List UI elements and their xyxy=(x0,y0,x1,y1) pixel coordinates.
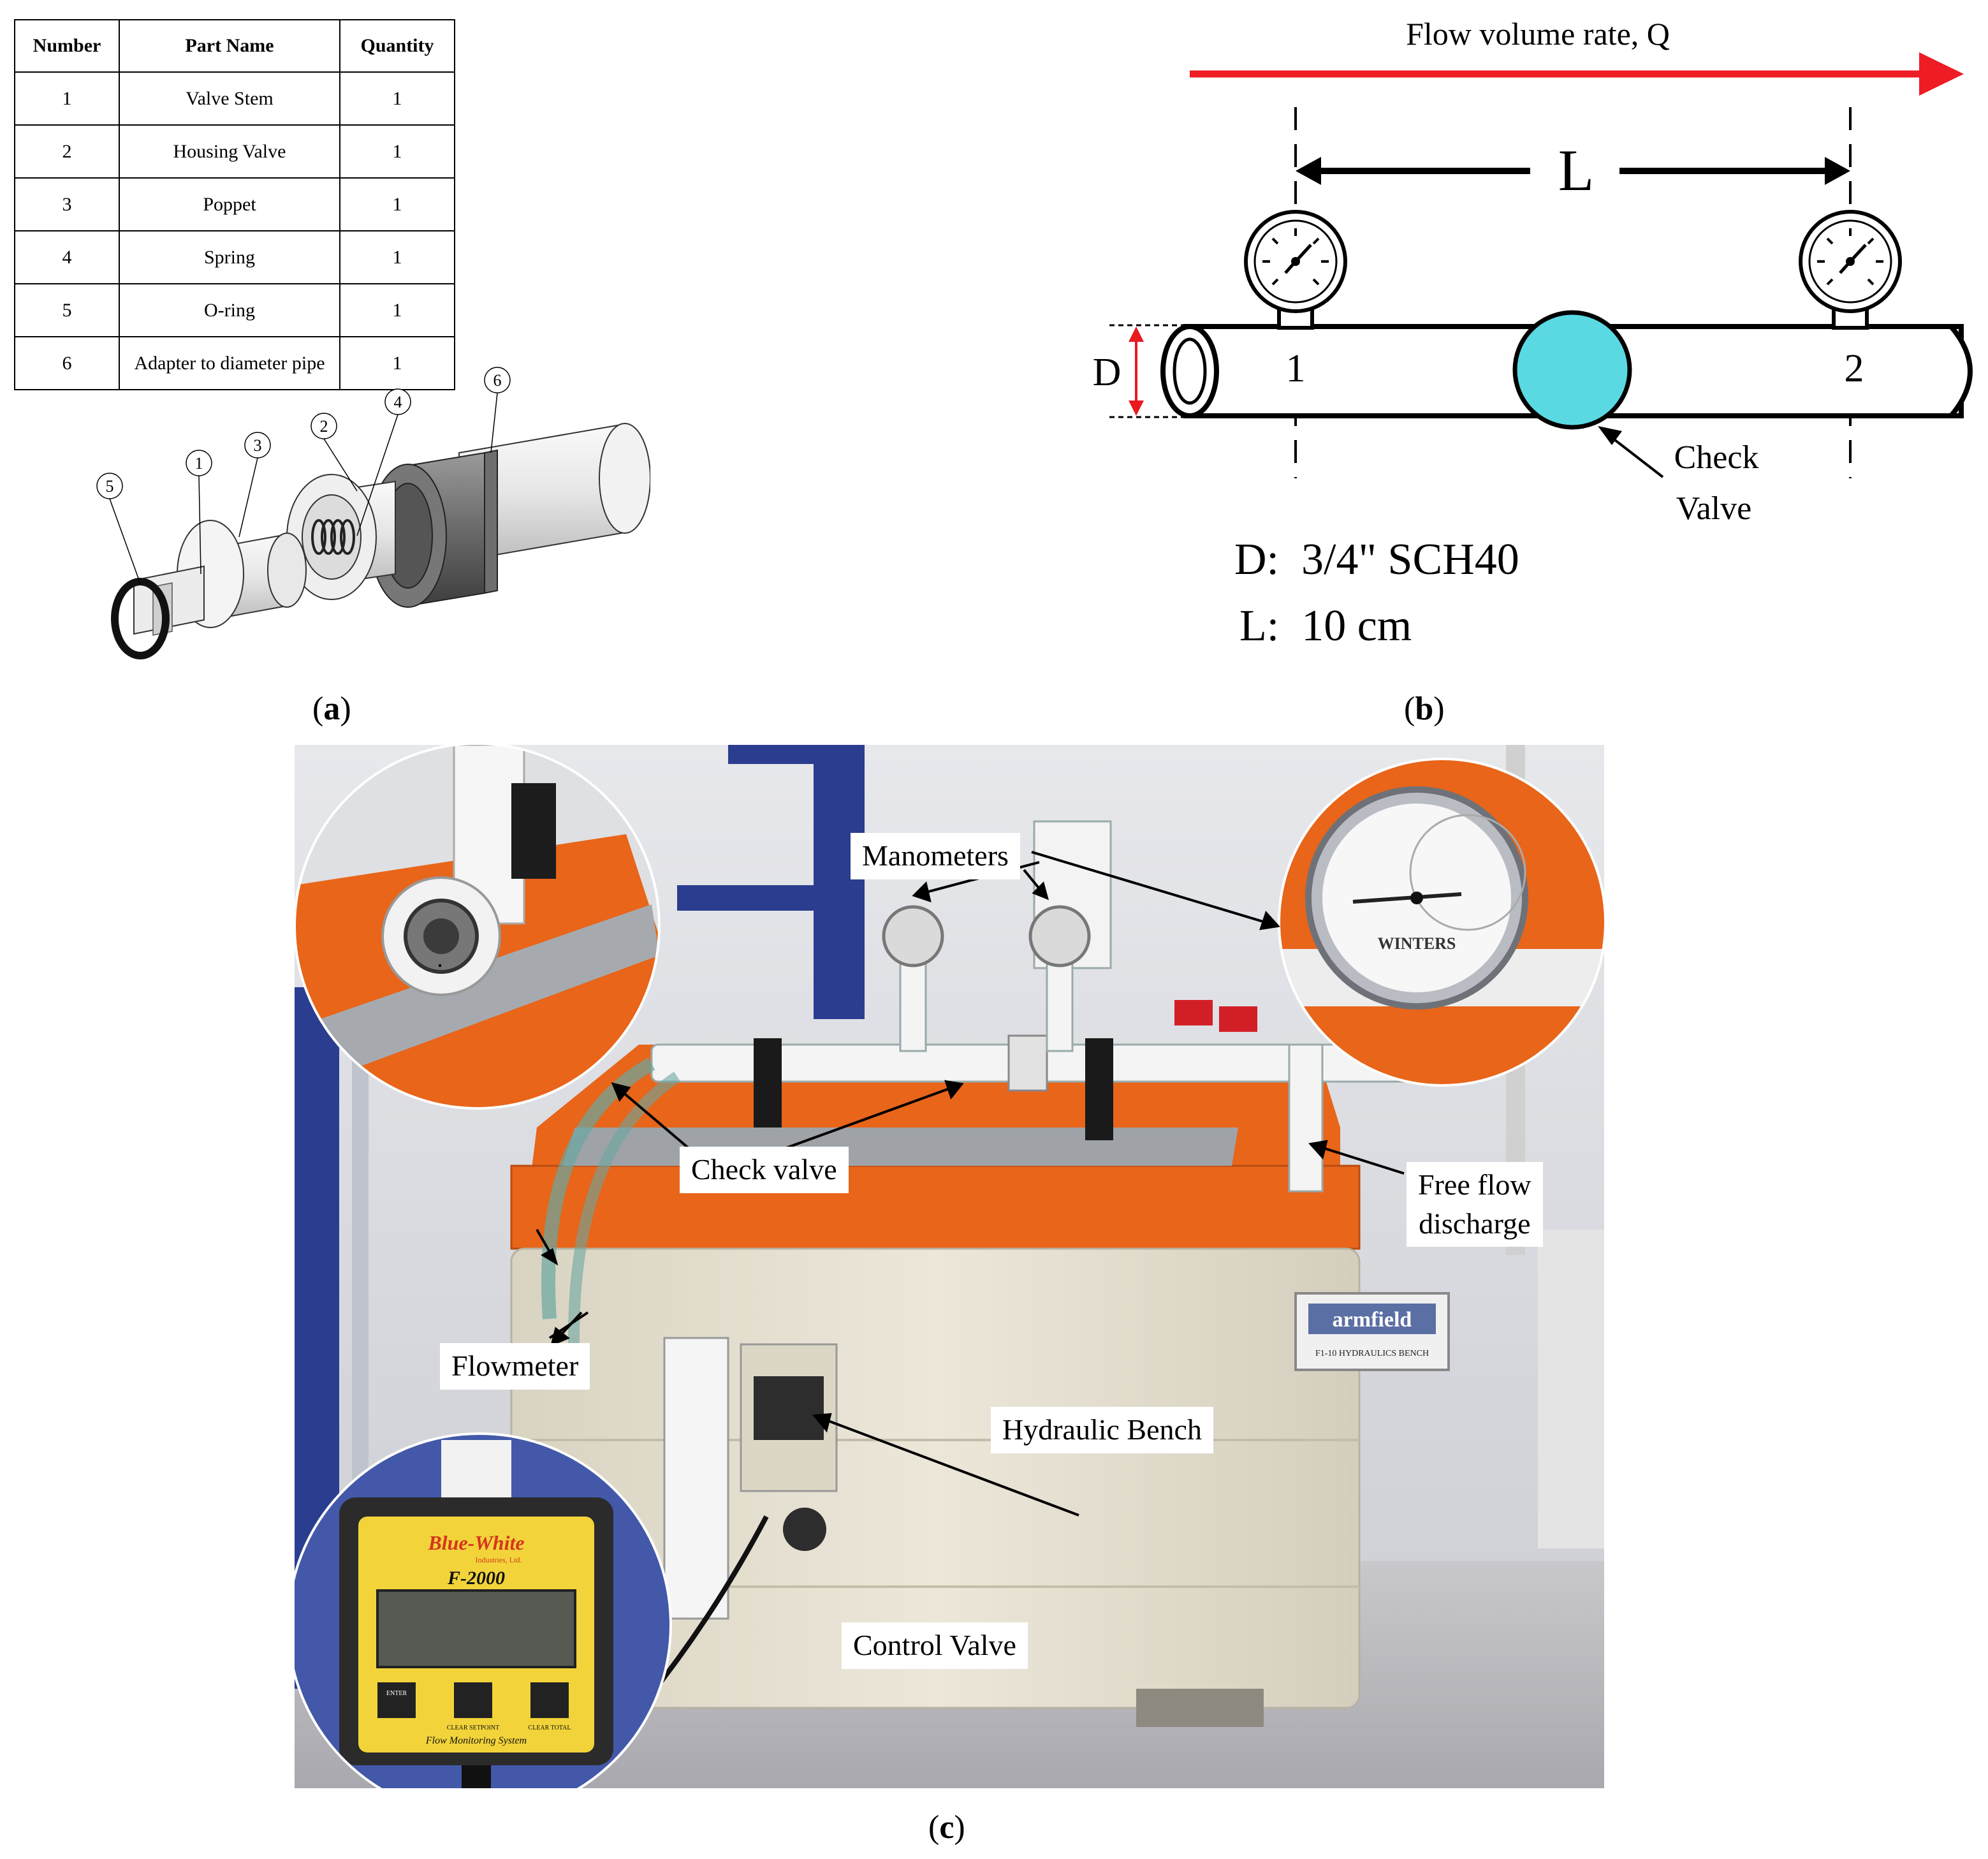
pressure-gauge-1 xyxy=(1244,210,1347,330)
meter-model-text: F-2000 xyxy=(447,1568,505,1589)
meter-button-enter: ENTER xyxy=(386,1690,407,1697)
cell-number: 5 xyxy=(14,283,120,337)
gauge-1-label: 1 xyxy=(1286,347,1306,390)
panel-label-a: (a) xyxy=(312,691,351,727)
callout-4: 4 xyxy=(394,393,402,411)
callout-control-valve: Control Valve xyxy=(842,1622,1028,1669)
callout-5: 5 xyxy=(106,477,114,496)
inset-pressure-gauge: WINTERS xyxy=(1279,759,1604,1085)
callout-hydraulic-bench: Hydraulic Bench xyxy=(991,1407,1213,1453)
table-row: 2 Housing Valve 1 xyxy=(14,124,455,179)
pressure-gauge-2 xyxy=(1799,210,1902,330)
meter-footer-text: Flow Monitoring System xyxy=(425,1735,527,1746)
flow-arrow-head xyxy=(1919,52,1964,96)
cell-quantity: 1 xyxy=(339,177,455,231)
inset-check-valve xyxy=(295,745,659,1108)
table-row: 6 Adapter to diameter pipe 1 xyxy=(14,336,455,390)
meter-button-setpoint: CLEAR SETPOINT xyxy=(447,1724,500,1731)
cell-number: 3 xyxy=(14,177,120,231)
cell-quantity: 1 xyxy=(339,230,455,284)
table-row: 4 Spring 1 xyxy=(14,230,455,284)
cell-quantity: 1 xyxy=(339,283,455,337)
cell-part-name: Spring xyxy=(119,230,340,284)
meter-button-total: CLEAR TOTAL xyxy=(529,1724,571,1731)
free-flow-line-2: discharge xyxy=(1419,1207,1531,1240)
callout-check-valve: Check valve xyxy=(680,1147,849,1193)
callout-free-flow-discharge: Free flow discharge xyxy=(1407,1162,1543,1247)
meter-sub-text: Industries, Ltd. xyxy=(476,1555,522,1564)
cell-part-name: O-ring xyxy=(119,283,340,337)
hydraulic-bench-photo: armfield F1-10 HYDRAULICS BENCH xyxy=(295,745,1604,1788)
header-number: Number xyxy=(14,19,120,73)
callout-manometers: Manometers xyxy=(851,833,1020,879)
check-valve-label-1: Check xyxy=(1674,439,1759,476)
spring-part xyxy=(311,519,355,555)
housing-valve-part xyxy=(286,474,396,600)
callout-6: 6 xyxy=(493,371,502,390)
cell-quantity: 1 xyxy=(339,336,455,390)
cell-part-name: Valve Stem xyxy=(119,71,340,126)
cell-part-name: Housing Valve xyxy=(119,124,340,179)
panel-label-b: (b) xyxy=(1404,691,1445,727)
cell-part-name: Adapter to diameter pipe xyxy=(119,336,340,390)
check-valve-symbol xyxy=(1512,310,1632,430)
table-row: 3 Poppet 1 xyxy=(14,177,455,231)
callout-3: 3 xyxy=(254,436,262,455)
exploded-valve-drawing: 5 1 3 2 4 6 xyxy=(96,367,650,659)
callout-2: 2 xyxy=(320,417,328,436)
inset-flowmeter: Blue-White Industries, Ltd. F-2000 ENTER… xyxy=(295,1434,671,1788)
header-quantity: Quantity xyxy=(339,19,455,73)
cell-number: 6 xyxy=(14,336,120,390)
photo-scene: armfield F1-10 HYDRAULICS BENCH xyxy=(295,745,1604,1788)
length-symbol: L xyxy=(1558,138,1594,203)
gauge-brand-text: WINTERS xyxy=(1378,934,1456,953)
gauge-2-label: 2 xyxy=(1845,347,1864,390)
flow-label: Flow volume rate, Q xyxy=(1406,16,1670,52)
check-valve-label-2: Valve xyxy=(1676,490,1751,527)
cell-part-name: Poppet xyxy=(119,177,340,231)
parts-table: Number Part Name Quantity 1 Valve Stem 1… xyxy=(14,19,455,390)
bench-model-text: F1-10 HYDRAULICS BENCH xyxy=(1315,1349,1429,1358)
diameter-symbol: D xyxy=(1093,351,1122,394)
header-part-name: Part Name xyxy=(119,19,340,73)
cell-quantity: 1 xyxy=(339,124,455,179)
free-flow-line-1: Free flow xyxy=(1418,1168,1531,1201)
pipe-schematic: Flow volume rate, Q L xyxy=(1093,16,1973,650)
spec-diameter: D: 3/4" SCH40 xyxy=(1234,535,1519,584)
cell-number: 1 xyxy=(14,71,120,126)
brand-text: armfield xyxy=(1333,1308,1412,1332)
meter-brand-text: Blue-White xyxy=(427,1531,524,1554)
callout-flowmeter: Flowmeter xyxy=(440,1343,590,1390)
o-ring-part xyxy=(111,578,170,659)
table-header-row: Number Part Name Quantity xyxy=(14,19,455,73)
cell-number: 2 xyxy=(14,124,120,179)
cell-quantity: 1 xyxy=(339,71,455,126)
cell-number: 4 xyxy=(14,230,120,284)
table-row: 1 Valve Stem 1 xyxy=(14,71,455,126)
armfield-badge: armfield F1-10 HYDRAULICS BENCH xyxy=(1294,1292,1450,1371)
callout-1: 1 xyxy=(195,454,203,473)
adapter-pipe-part xyxy=(369,423,650,608)
part-callouts: 5 1 3 2 4 6 xyxy=(96,367,511,584)
spec-length: L: 10 cm xyxy=(1239,601,1412,650)
panel-label-c: (c) xyxy=(928,1809,965,1846)
table-row: 5 O-ring 1 xyxy=(14,283,455,337)
